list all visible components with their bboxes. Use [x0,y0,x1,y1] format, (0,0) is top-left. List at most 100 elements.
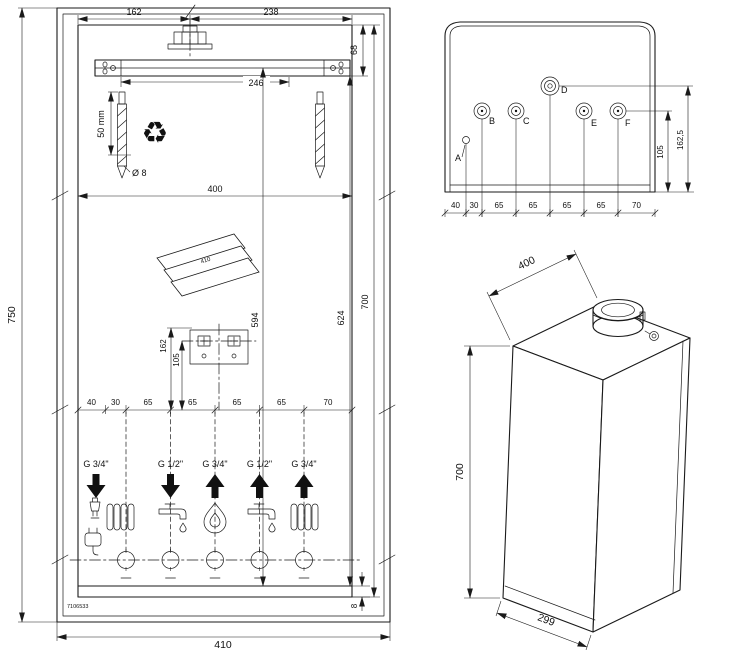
flow-arrow-up-icon-1 [205,474,225,498]
dim-624-label: 624 [336,310,346,325]
dim-410-label: 410 [214,639,232,650]
boiler-front-face [592,337,691,633]
tv-spacing-40: 40 [451,201,460,210]
dim-162-5-top-view: 162,5 [559,85,693,193]
dim-68-label: 68 [349,45,359,55]
drill-bit-right-icon [315,91,325,179]
port-a-label: A [455,153,461,163]
port-c-label: C [523,116,530,126]
tv-spacing-65-4: 65 [597,201,606,210]
port-b-label: B [489,116,495,126]
drill-bit-left-icon [117,91,127,179]
gas-valve-detail [181,323,257,411]
connection-label-3: G 3/4" [202,459,227,469]
dim-105-small-label: 105 [172,353,181,367]
dim-400-label: 400 [207,184,222,194]
spacing-70-label: 70 [324,398,333,407]
top-view-spacing: 40 30 65 65 65 65 70 [441,201,659,217]
dim-162-5-label: 162,5 [676,129,685,150]
tv-spacing-65-3: 65 [563,201,572,210]
dim-overall-width: 410 [56,622,391,650]
port-d-label: D [561,85,568,95]
dim-162-label: 162 [126,7,141,17]
port-a: A [455,136,470,163]
vent-valve-icon [89,497,101,519]
flow-arrow-down-icon-1 [86,474,106,498]
spacing-65-label-3: 65 [233,398,242,407]
port-e: E [575,102,597,128]
drill-depth-label: 50 mm [96,110,106,138]
connection-label-5: G 3/4" [291,459,316,469]
spacing-65-label-2: 65 [188,398,197,407]
flow-arrow-up-icon-3 [294,474,314,498]
connection-columns: G 3/4" G 1/2" G 3/4" G 1/2" G 3/4" [83,459,319,556]
dim-3d-299-label: 299 [536,611,557,629]
port-e-label: E [591,118,597,128]
template-sheet [51,4,396,623]
dim-105-detail: 105 [172,340,185,411]
folded-template-icon: 410 [156,233,260,297]
dim-3d-height: 700 [454,345,510,599]
spacing-30-label: 30 [111,398,120,407]
power-plug-icon [84,527,102,556]
connection-label-4: G 1/2" [247,459,272,469]
dim-162-small-label: 162 [159,339,168,353]
top-view: A B C D E F 40 30 65 65 [441,21,694,217]
dim-750-label: 750 [6,306,18,324]
spacing-65-label-4: 65 [277,398,286,407]
dim-width-400: 400 [77,184,353,199]
mounting-bracket [94,59,351,77]
port-f: F [609,102,631,128]
spacing-40-label: 40 [87,398,96,407]
flue-collar [592,298,659,341]
connection-label-2: G 1/2" [158,459,183,469]
tv-spacing-65-1: 65 [495,201,504,210]
drill-diameter-label: Ø 8 [132,168,147,178]
dim-700-label: 700 [360,294,370,309]
dim-700: 700 [352,24,380,598]
dim-246-label: 246 [248,78,263,88]
tv-spacing-70: 70 [632,201,641,210]
dim-bracket-246: 246 [120,76,290,88]
recycle-icon: ♻ [142,117,169,150]
flow-arrow-up-icon-2 [250,474,269,498]
tv-spacing-30: 30 [470,201,479,210]
port-b: B [473,102,495,126]
dim-68: 68 [349,24,368,77]
dim-105-tv-label: 105 [656,145,665,159]
boiler-side-face [502,345,604,633]
port-c: C [507,102,530,126]
cold-water-faucet-icon [158,503,187,533]
dim-drill-diameter: Ø 8 [123,165,147,178]
dim-connection-spacing: 40 30 65 65 65 65 70 [74,398,356,414]
connection-label-1: G 3/4" [83,459,108,469]
dim-3d-depth: 299 [495,600,592,650]
port-f-label: F [625,118,631,128]
dim-624: 624 [336,75,353,587]
dim-overall-height: 750 [6,7,57,623]
part-number: 7106533 [67,604,88,610]
dim-3d-400-label: 400 [516,254,537,273]
dim-162-detail: 162 [159,327,192,411]
hot-water-faucet-icon [247,503,276,533]
dim-105-top-view: 105 [626,110,694,193]
perspective-view: 400 700 299 [454,249,691,650]
pipe-connections [69,549,361,579]
template-sheet-label: 410 [200,257,212,266]
flow-arrow-down-icon-2 [161,474,180,498]
dim-drill-depth: 50 mm [96,91,131,156]
dim-8-label: 8 [350,603,359,608]
radiator-return-icon [106,503,135,531]
radiator-flow-icon [290,503,319,531]
port-extension-lines [465,95,619,217]
tv-spacing-65-2: 65 [529,201,538,210]
dim-3d-700-label: 700 [454,463,466,481]
dim-8: 8 [350,572,370,611]
dim-594: 594 [250,67,266,587]
front-view: 750 410 [6,4,396,650]
dim-238-label: 238 [263,7,278,17]
spacing-65-label-1: 65 [144,398,153,407]
dim-top-spacing: 162 238 [77,7,353,24]
